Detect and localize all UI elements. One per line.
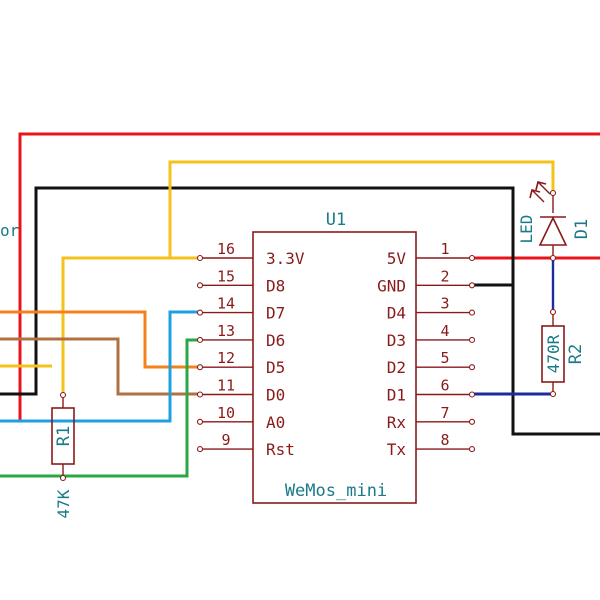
u1-pin-number: 7 bbox=[440, 404, 449, 422]
u1-pin-endpoint bbox=[196, 364, 204, 371]
u1-pin-endpoint bbox=[196, 446, 204, 453]
u1-name: WeMos_mini bbox=[285, 481, 387, 501]
r1-pin-bottom bbox=[59, 474, 67, 482]
u1-pin-1[interactable]: 1 5V bbox=[387, 240, 476, 268]
r1-pin-top bbox=[59, 391, 67, 399]
d1-pin-top bbox=[549, 189, 557, 197]
u1-pin-name: D2 bbox=[387, 358, 406, 377]
u1-reference: U1 bbox=[326, 210, 346, 230]
u1-pin-6[interactable]: 6D1 bbox=[387, 377, 476, 405]
u1-pin-name: Rx bbox=[387, 413, 407, 432]
d1-reference: D1 bbox=[572, 219, 592, 239]
u1-pin-endpoint bbox=[468, 391, 476, 398]
u1-pin-7[interactable]: 7Rx bbox=[387, 404, 476, 432]
u1-pin-number: 12 bbox=[217, 349, 235, 367]
r2-component[interactable]: 470R R2 bbox=[541, 308, 586, 398]
u1-pin-endpoint bbox=[196, 282, 204, 289]
wire-green-d6 bbox=[0, 338, 200, 478]
d1-anode-triangle bbox=[538, 216, 568, 246]
u1-pin-endpoint bbox=[468, 254, 476, 262]
d1-pin-bottom bbox=[549, 254, 557, 262]
u1-pin-name: A0 bbox=[266, 413, 285, 432]
u1-pin-8[interactable]: 8Tx bbox=[387, 431, 476, 459]
u1-pin-number: 14 bbox=[217, 295, 235, 313]
u1-pin-name: Tx bbox=[387, 440, 407, 459]
u1-pin-name: GND bbox=[377, 276, 406, 295]
r1-value: 47K bbox=[54, 489, 73, 518]
u1-pin-name: D8 bbox=[266, 276, 285, 295]
wire-brown-d0 bbox=[0, 337, 200, 396]
wire-red-top-rail bbox=[18, 132, 600, 420]
r2-reference: R2 bbox=[566, 344, 586, 364]
d1-emission-arrows-icon bbox=[529, 181, 551, 203]
u1-pin-name: D5 bbox=[266, 358, 285, 377]
d1-component[interactable]: LED D1 bbox=[517, 181, 592, 262]
u1-pin-endpoint bbox=[468, 364, 476, 371]
u1-pin-name: 5V bbox=[387, 249, 407, 268]
r2-value: 470R bbox=[544, 334, 563, 373]
u1-pin-name: D1 bbox=[387, 386, 406, 405]
u1-pin-name: D3 bbox=[387, 331, 406, 350]
r2-pin-bottom bbox=[549, 390, 557, 398]
u1-pin-number: 1 bbox=[440, 240, 449, 258]
u1-pin-3[interactable]: 3D4 bbox=[387, 295, 476, 323]
u1-pin-endpoint bbox=[196, 391, 204, 398]
r1-component[interactable]: R1 47K bbox=[51, 391, 75, 519]
u1-pin-number: 5 bbox=[440, 349, 449, 367]
u1-pin-4[interactable]: 4D3 bbox=[387, 322, 476, 350]
u1-pin-number: 8 bbox=[440, 431, 449, 449]
u1-pin-endpoint bbox=[468, 336, 476, 343]
wire-orange-d5 bbox=[0, 310, 200, 369]
u1-pin-endpoint bbox=[468, 446, 476, 453]
u1-pin-endpoint bbox=[196, 254, 204, 262]
u1-pin-name: 3.3V bbox=[266, 249, 305, 268]
u1-pin-5[interactable]: 5D2 bbox=[387, 349, 476, 377]
u1-pin-16[interactable]: 16 3.3V bbox=[196, 240, 305, 268]
u1-pin-endpoint bbox=[196, 336, 204, 343]
u1-pin-number: 4 bbox=[440, 322, 449, 340]
u1-pin-endpoint bbox=[196, 309, 204, 316]
u1-pin-number: 10 bbox=[217, 404, 235, 422]
wire-yellow-r1 bbox=[61, 256, 200, 395]
u1-pin-name: D4 bbox=[387, 304, 406, 323]
u1-pin-number: 6 bbox=[440, 377, 449, 395]
wire-blue-d7 bbox=[0, 310, 200, 423]
u1-pin-number: 2 bbox=[440, 267, 449, 285]
u1-pin-name: D6 bbox=[266, 331, 285, 350]
u1-pin-endpoint bbox=[468, 309, 476, 316]
u1-pin-name: D0 bbox=[266, 386, 285, 405]
d1-value: LED bbox=[517, 215, 536, 244]
u1-pin-endpoint bbox=[196, 418, 204, 425]
u1-pin-endpoint bbox=[468, 418, 476, 425]
u1-pin-name: D7 bbox=[266, 304, 285, 323]
left-edge-label-fragment: or bbox=[0, 221, 20, 240]
u1-pin-number: 16 bbox=[217, 240, 235, 258]
wires bbox=[0, 132, 600, 478]
u1-pin-number: 11 bbox=[217, 377, 235, 395]
u1-pin-number: 3 bbox=[440, 295, 449, 313]
u1-pin-number: 9 bbox=[221, 431, 230, 449]
u1-pin-name: Rst bbox=[266, 440, 295, 459]
r2-pin-top bbox=[549, 308, 557, 316]
wire-black-gnd-left bbox=[0, 186, 600, 436]
u1-pin-number: 13 bbox=[217, 322, 235, 340]
wire-yellow-3v3 bbox=[168, 160, 555, 258]
u1-pin-endpoint bbox=[468, 282, 476, 289]
u1-pin-number: 15 bbox=[217, 267, 235, 285]
r1-reference: R1 bbox=[54, 426, 74, 446]
